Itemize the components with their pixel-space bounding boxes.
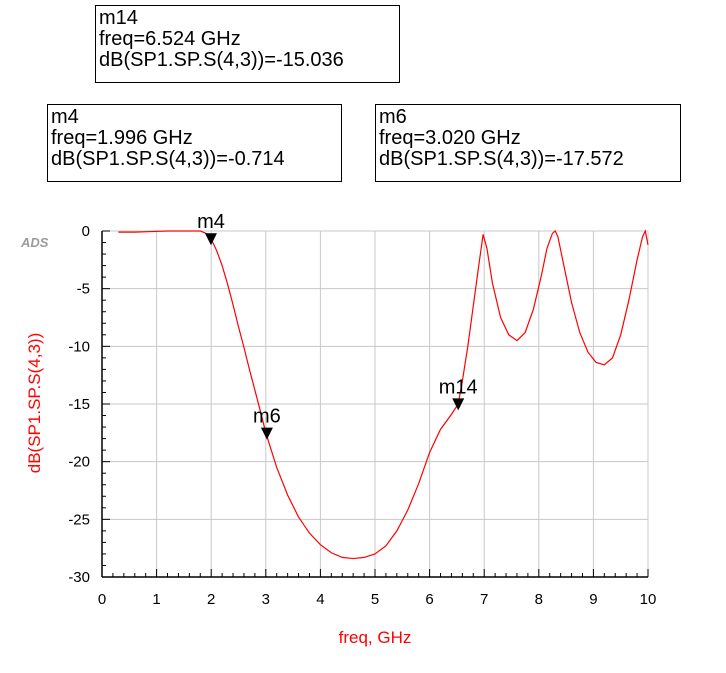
marker-value: dB(SP1.SP.S(4,3))=-15.036 <box>99 49 344 71</box>
marker-name: m14 <box>99 7 138 29</box>
x-tick-label: 0 <box>98 591 106 608</box>
x-tick-label: 6 <box>425 591 433 608</box>
x-tick-label: 1 <box>152 591 160 608</box>
marker-name: m4 <box>51 106 79 128</box>
marker-value: dB(SP1.SP.S(4,3))=-17.572 <box>379 148 624 170</box>
marker-triangle-m14 <box>452 398 465 411</box>
y-axis-label: dB(SP1.SP.S(4,3)) <box>25 333 44 473</box>
grid <box>101 230 649 578</box>
x-tick-label: 8 <box>535 591 543 608</box>
y-tick-label: -25 <box>68 511 90 528</box>
y-tick-label: -15 <box>68 396 90 413</box>
tick-marks <box>101 230 649 578</box>
x-tick-label: 5 <box>371 591 379 608</box>
y-tick-label: -10 <box>68 338 90 355</box>
marker-box-m14: m14 freq=6.524 GHz dB(SP1.SP.S(4,3))=-15… <box>95 5 400 83</box>
series-line <box>118 229 649 560</box>
y-tick-label: -20 <box>68 454 90 471</box>
x-tick-label: 9 <box>589 591 597 608</box>
marker-freq: freq=1.996 GHz <box>51 127 193 149</box>
marker-box-m6: m6 freq=3.020 GHz dB(SP1.SP.S(4,3))=-17.… <box>375 104 681 182</box>
x-tick-labels: 0 1 2 3 4 5 6 7 8 9 10 <box>98 591 657 608</box>
x-tick-label: 4 <box>316 591 324 608</box>
y-tick-label: -5 <box>77 281 90 298</box>
marker-label-m14: m14 <box>439 376 478 398</box>
ads-watermark: ADS <box>20 235 49 250</box>
marker-triangle-m4 <box>204 233 217 246</box>
marker-name: m6 <box>379 106 407 128</box>
markers: m14 m4 m6 <box>197 211 478 440</box>
x-axis-label: freq, GHz <box>339 628 412 647</box>
y-tick-labels: 0 -5 -10 -15 -20 -25 -30 <box>68 223 90 586</box>
x-tick-label: 2 <box>207 591 215 608</box>
marker-freq: freq=6.524 GHz <box>99 28 241 50</box>
x-tick-label: 7 <box>480 591 488 608</box>
y-tick-label: 0 <box>82 223 90 240</box>
x-tick-label: 10 <box>640 591 657 608</box>
y-tick-label: -30 <box>68 569 90 586</box>
marker-box-m4: m4 freq=1.996 GHz dB(SP1.SP.S(4,3))=-0.7… <box>47 104 342 182</box>
marker-freq: freq=3.020 GHz <box>379 127 521 149</box>
x-tick-label: 3 <box>262 591 270 608</box>
marker-value: dB(SP1.SP.S(4,3))=-0.714 <box>51 148 285 170</box>
marker-label-m6: m6 <box>253 406 281 428</box>
marker-triangle-m6 <box>260 427 273 440</box>
marker-label-m4: m4 <box>197 211 225 233</box>
